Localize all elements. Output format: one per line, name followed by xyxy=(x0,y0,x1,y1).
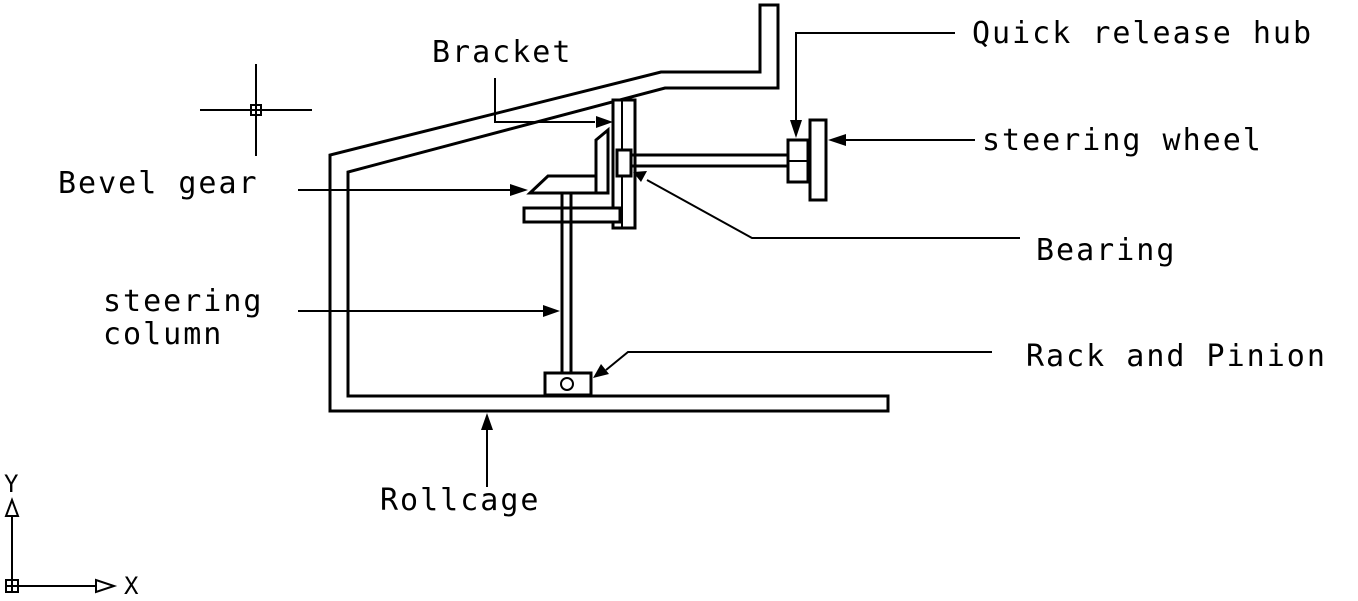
rack-and-pinion xyxy=(543,371,593,397)
rollcage-frame xyxy=(328,3,890,413)
label-bevel-gear: Bevel gear xyxy=(58,166,259,201)
leader-rollcage xyxy=(481,413,493,487)
ucs-axis-icon xyxy=(4,497,118,594)
label-rack-and-pinion: Rack and Pinion xyxy=(1026,339,1327,374)
leader-steering-wheel xyxy=(828,134,975,146)
label-bracket: Bracket xyxy=(432,35,572,70)
steering-column xyxy=(560,193,573,373)
label-steering-column-line1: steering xyxy=(103,284,264,319)
bevel-gear xyxy=(526,126,610,195)
leader-quick-release-hub xyxy=(790,32,955,138)
steering-shaft xyxy=(631,153,790,168)
steering-wheel xyxy=(808,118,828,202)
leader-bevel-gear xyxy=(298,184,528,196)
leader-bearing xyxy=(633,171,1020,239)
label-rollcage: Rollcage xyxy=(380,483,541,518)
ucs-y-label: Y xyxy=(4,470,19,498)
ucs-x-label: X xyxy=(124,572,139,596)
label-quick-release-hub: Quick release hub xyxy=(972,16,1313,51)
label-bearing: Bearing xyxy=(1036,233,1176,268)
leader-steering-column xyxy=(298,305,560,317)
crosshair-cursor-icon xyxy=(200,64,312,156)
label-steering-wheel: steering wheel xyxy=(982,123,1263,158)
quick-release-hub xyxy=(786,138,810,184)
leader-bracket xyxy=(494,78,613,128)
leader-rack-and-pinion xyxy=(593,351,992,378)
bracket-plate xyxy=(611,98,637,230)
label-steering-column-line2: column xyxy=(103,317,223,352)
